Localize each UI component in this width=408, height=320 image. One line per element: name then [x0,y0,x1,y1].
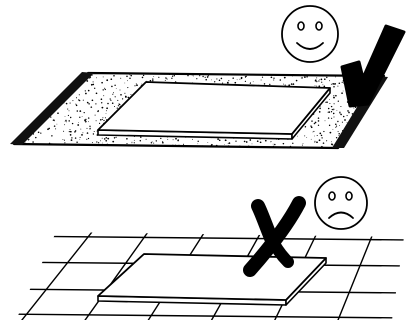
mat-left-fringe [10,72,94,145]
panel-top [97,81,331,135]
sad-face-icon [314,176,368,230]
x-mark-icon [243,196,306,277]
panel-on-tiles [97,253,327,306]
happy-face-icon [281,5,339,63]
check-mark-icon [340,24,406,108]
incorrect-example [16,176,404,320]
correct-example [10,5,406,150]
panel-on-mat [97,81,331,140]
